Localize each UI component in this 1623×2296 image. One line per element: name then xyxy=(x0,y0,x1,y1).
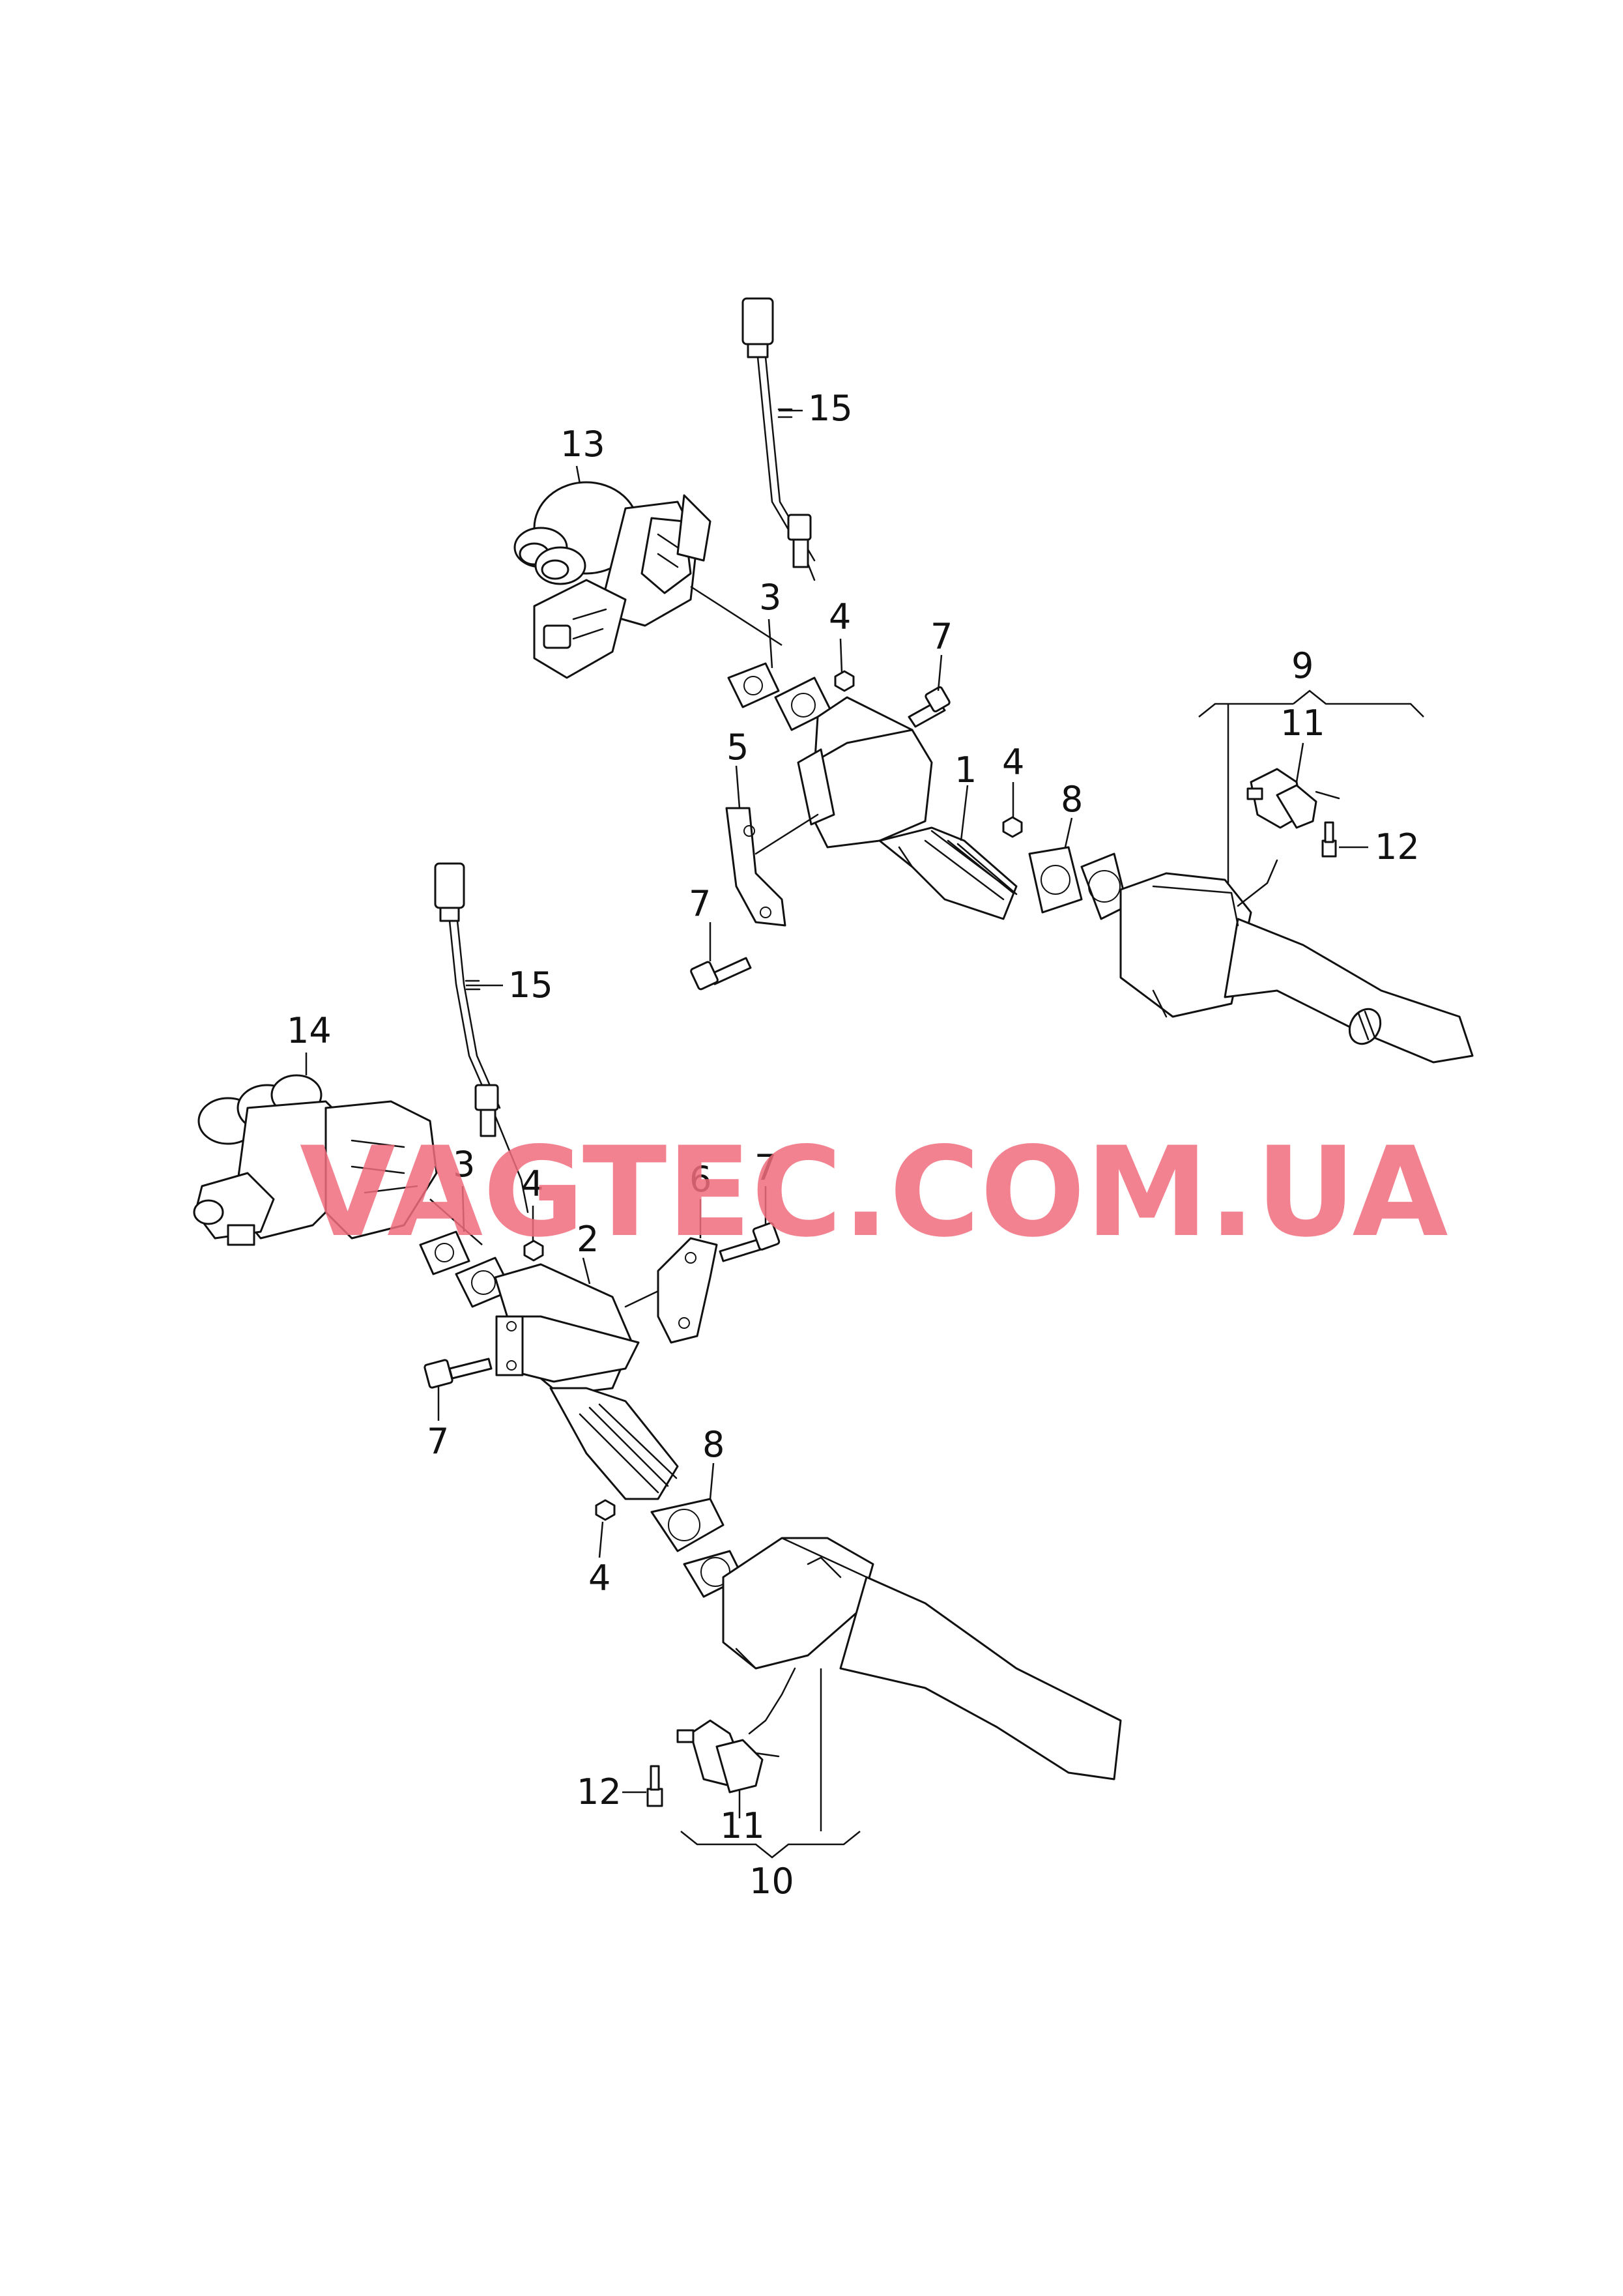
nut-lower-2 xyxy=(595,1499,616,1521)
callout-15: 15 xyxy=(508,965,553,1006)
callout-15: 15 xyxy=(808,388,853,429)
catalytic-converter-upper xyxy=(797,696,1018,920)
callout-6: 6 xyxy=(689,1159,711,1200)
callout-8: 8 xyxy=(1061,779,1083,820)
callout-11: 11 xyxy=(1280,703,1325,744)
bolt-upper-1 xyxy=(908,686,951,728)
callout-4: 4 xyxy=(1002,742,1024,783)
callout-11: 11 xyxy=(720,1805,765,1846)
clamp-upper xyxy=(1246,768,1340,829)
callout-4: 4 xyxy=(829,596,851,637)
bracket-lower xyxy=(657,1237,718,1344)
callout-3: 3 xyxy=(759,577,781,618)
turbocharger-lower xyxy=(193,1074,438,1246)
callout-10: 10 xyxy=(749,1861,794,1902)
bolt-12-lower xyxy=(646,1765,663,1807)
callout-4: 4 xyxy=(521,1163,543,1204)
gasket-8-upper xyxy=(1028,846,1083,914)
bolt-lower-2 xyxy=(424,1358,493,1389)
bolt-upper-2 xyxy=(690,957,752,991)
callout-7: 7 xyxy=(930,616,953,657)
callout-1: 1 xyxy=(955,749,977,791)
bolt-12-upper xyxy=(1321,821,1337,858)
exhaust-pipe-upper xyxy=(1080,852,1474,1064)
watermark-text: VAGTEC.COM.UA xyxy=(300,1120,1448,1264)
catalytic-converter-lower xyxy=(494,1263,702,1500)
callout-14: 14 xyxy=(287,1010,332,1051)
callout-7: 7 xyxy=(689,883,711,924)
callout-12: 12 xyxy=(1375,826,1420,867)
callout-13: 13 xyxy=(560,424,605,465)
callout-4: 4 xyxy=(588,1558,610,1599)
gasket-lower xyxy=(419,1230,470,1275)
callout-5: 5 xyxy=(726,727,749,768)
exhaust-pipe-lower xyxy=(683,1537,1122,1780)
callout-3: 3 xyxy=(453,1144,475,1185)
gasket-upper xyxy=(727,662,780,708)
turbocharger-upper xyxy=(513,481,711,679)
bracket-upper xyxy=(725,807,819,927)
callout-12: 12 xyxy=(577,1771,622,1812)
callout-2: 2 xyxy=(577,1219,599,1260)
gasket-8-lower xyxy=(650,1498,725,1552)
callout-9: 9 xyxy=(1291,645,1314,686)
clamp-lower xyxy=(676,1719,780,1794)
callout-8: 8 xyxy=(702,1424,725,1465)
callout-7: 7 xyxy=(754,1147,777,1188)
callout-7: 7 xyxy=(427,1421,449,1462)
bolt-lower-1 xyxy=(719,1222,781,1262)
exhaust-temperature-sensor-upper xyxy=(741,297,816,581)
nut-upper-1 xyxy=(834,670,855,692)
nut-upper-2 xyxy=(1002,816,1023,838)
exhaust-temperature-sensor-lower xyxy=(434,862,529,1213)
